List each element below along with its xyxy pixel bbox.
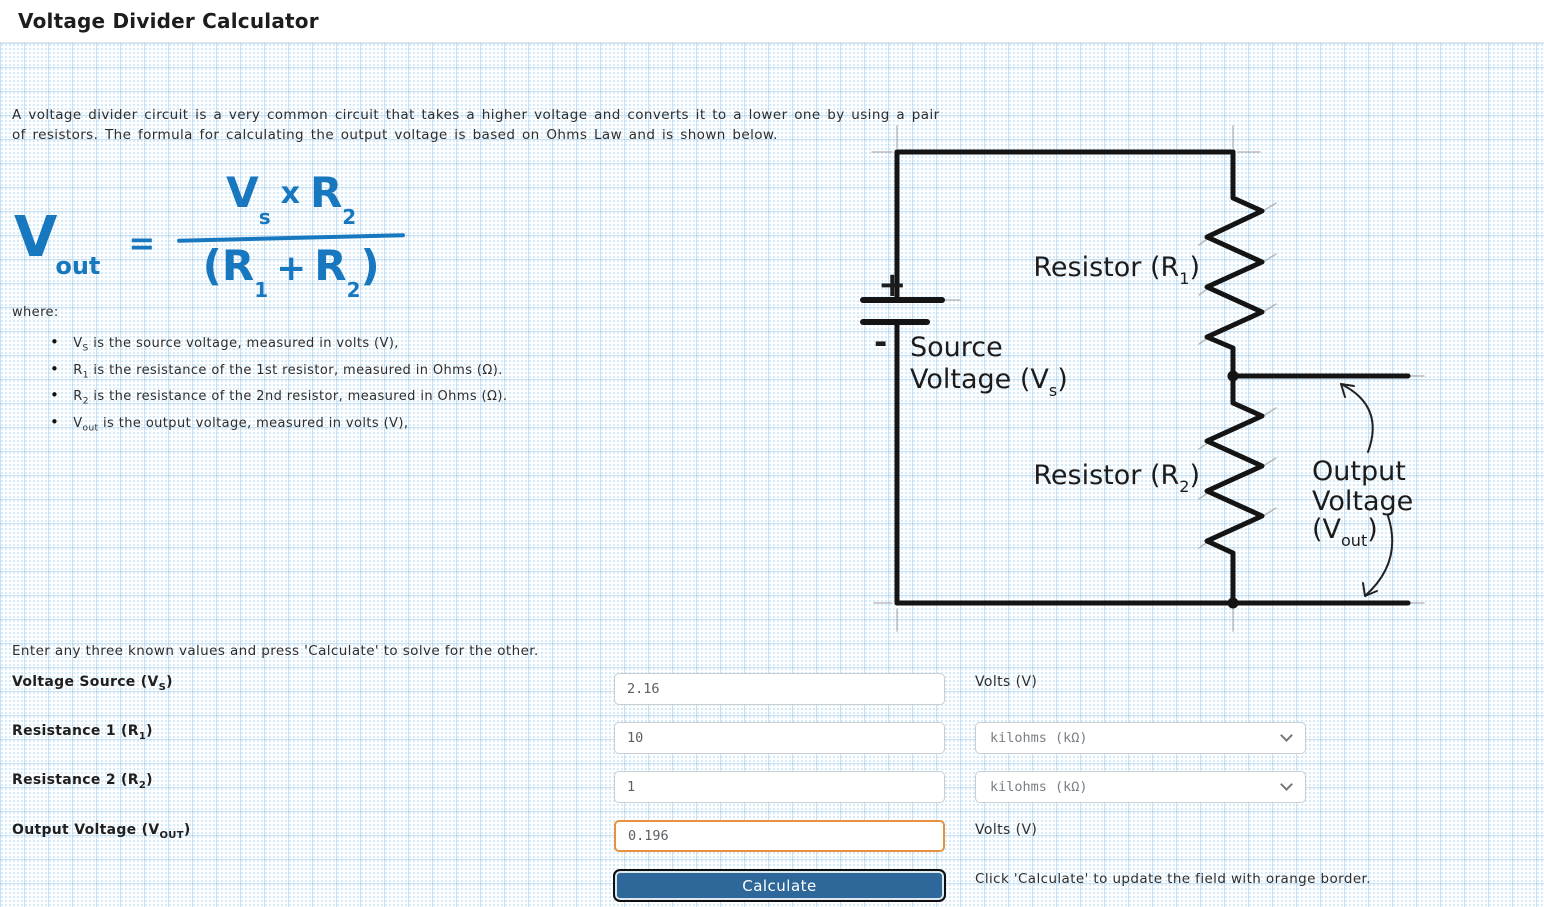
resistance1-input[interactable] bbox=[614, 722, 945, 754]
junction-dot-output bbox=[1227, 370, 1239, 382]
resistance1-unit-select[interactable]: kilohms (kΩ) bbox=[975, 722, 1306, 754]
output-voltage-label-line1: Output bbox=[1312, 456, 1406, 487]
formula-denominator: (R1+R2) bbox=[202, 240, 380, 303]
main-area: A voltage divider circuit is a very comm… bbox=[0, 43, 1544, 907]
chevron-down-icon bbox=[1280, 778, 1293, 791]
output-voltage-input[interactable] bbox=[614, 820, 945, 852]
list-item: R2 is the resistance of the 2nd resistor… bbox=[50, 389, 507, 409]
voltage-source-unit-label: Volts (V) bbox=[975, 674, 1038, 690]
resistor2-zigzag bbox=[1204, 373, 1265, 606]
battery-minus-sign: - bbox=[874, 323, 887, 361]
output-voltage-label-line2: Voltage bbox=[1312, 486, 1413, 517]
output-voltage-arrows bbox=[1340, 383, 1394, 597]
intro-line-2: of resistors. The formula for calculatin… bbox=[12, 127, 778, 143]
calculate-note: Click 'Calculate' to update the field wi… bbox=[975, 871, 1371, 887]
title-bar: Voltage Divider Calculator bbox=[0, 0, 1544, 43]
calculate-button[interactable]: Calculate bbox=[613, 869, 946, 902]
resistance1-label: Resistance 1 (R1) bbox=[12, 723, 153, 742]
equals-sign: = bbox=[128, 223, 156, 262]
resistor2-label: Resistor (R2) bbox=[1033, 460, 1200, 496]
where-label: where: bbox=[12, 305, 59, 320]
where-list: VS is the source voltage, measured in vo… bbox=[50, 336, 507, 435]
where-section: where: VS is the source voltage, measure… bbox=[12, 305, 507, 442]
list-item: Vout is the output voltage, measured in … bbox=[50, 416, 507, 436]
formula-lhs: Vout bbox=[14, 205, 101, 281]
resistance2-input[interactable] bbox=[614, 771, 945, 803]
resistance2-label: Resistance 2 (R2) bbox=[12, 772, 153, 791]
list-item: R1 is the resistance of the 1st resistor… bbox=[50, 363, 507, 383]
intro-line-1: A voltage divider circuit is a very comm… bbox=[12, 107, 940, 123]
source-voltage-label-line1: Source bbox=[910, 332, 1003, 363]
resistance2-unit-select[interactable]: kilohms (kΩ) bbox=[975, 771, 1306, 803]
page-title: Voltage Divider Calculator bbox=[18, 9, 319, 33]
output-voltage-label-line3: (Vout) bbox=[1312, 514, 1378, 550]
voltage-source-input[interactable] bbox=[614, 673, 945, 705]
list-item: VS is the source voltage, measured in vo… bbox=[50, 336, 507, 356]
source-voltage-label-line2: Voltage (Vs) bbox=[910, 364, 1068, 400]
circuit-diagram: + - Source Voltage (Vs) Resistor (R1) Re… bbox=[860, 125, 1425, 632]
form-instruction: Enter any three known values and press '… bbox=[12, 643, 539, 659]
resistor1-label: Resistor (R1) bbox=[1033, 252, 1200, 288]
output-voltage-label: Output Voltage (VOUT) bbox=[12, 822, 191, 841]
output-voltage-unit-label: Volts (V) bbox=[975, 822, 1038, 838]
chevron-down-icon bbox=[1280, 729, 1293, 742]
intro-paragraph: A voltage divider circuit is a very comm… bbox=[12, 105, 940, 145]
junction-dot-bottom bbox=[1227, 597, 1239, 609]
battery-plus-sign: + bbox=[878, 265, 907, 305]
resistor1-zigzag bbox=[1204, 149, 1265, 379]
voltage-source-label: Voltage Source (VS) bbox=[12, 674, 173, 693]
